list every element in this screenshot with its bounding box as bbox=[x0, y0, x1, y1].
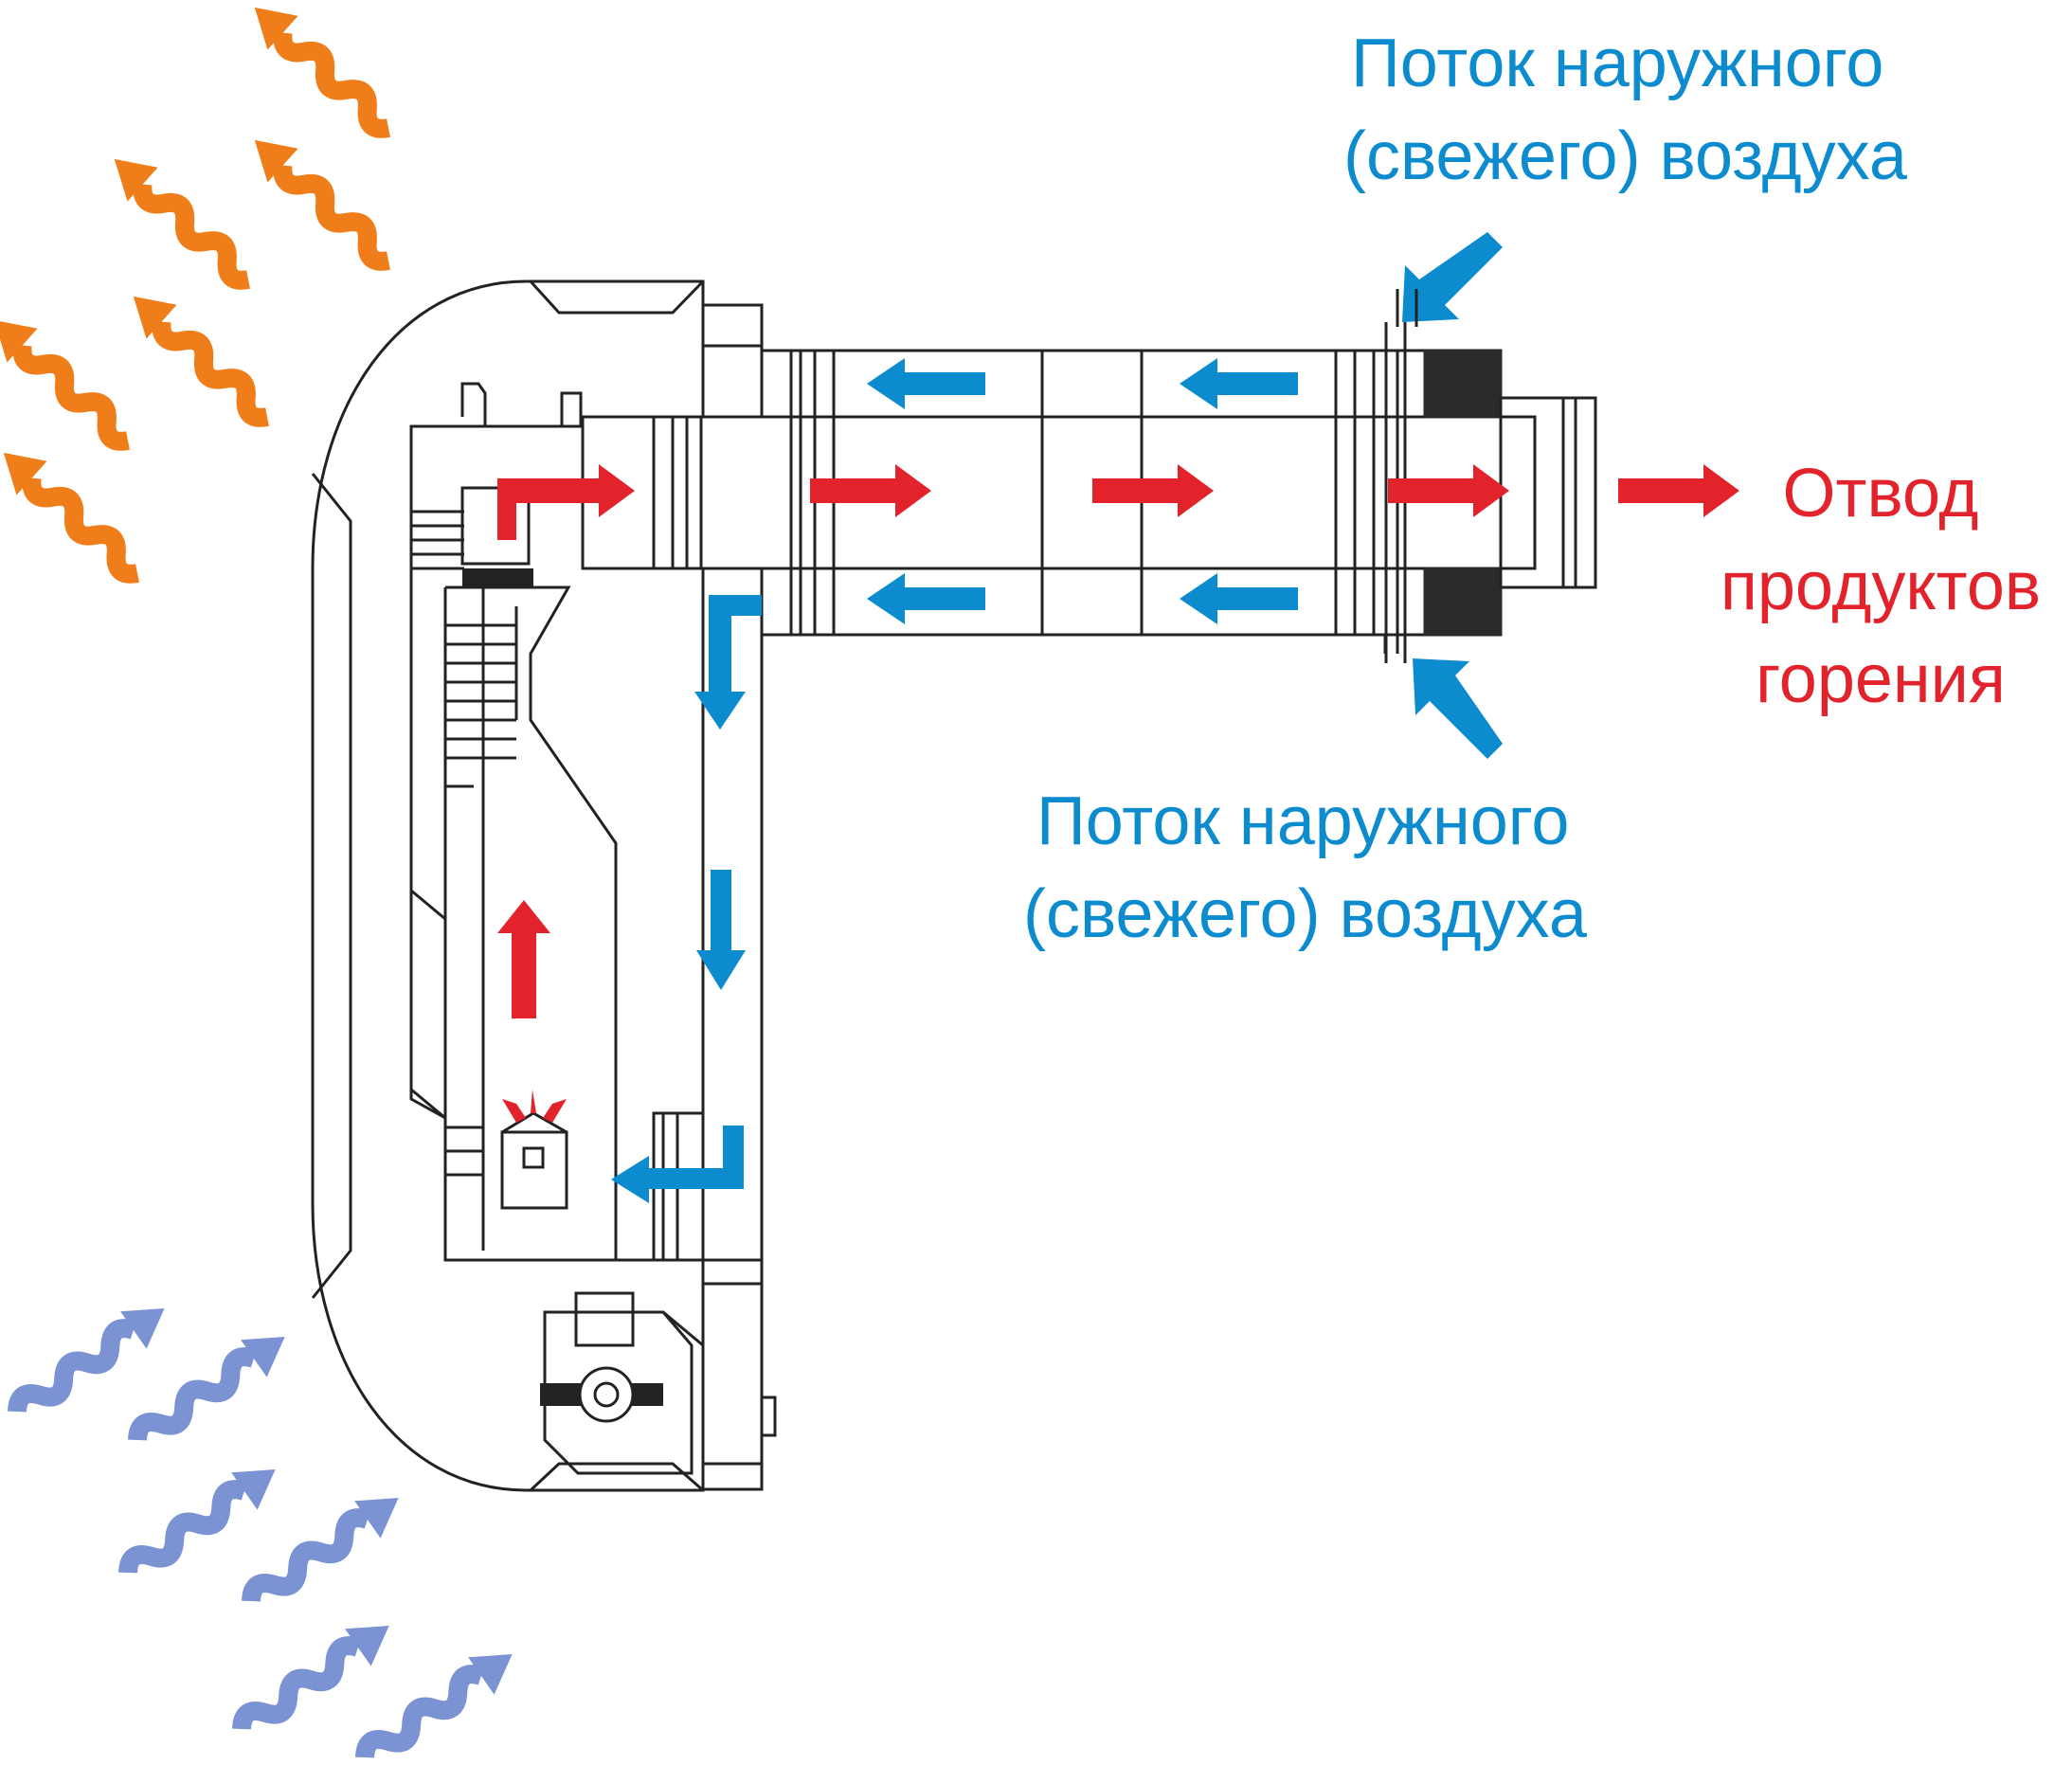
flow-arrow-icon bbox=[497, 900, 550, 1018]
exhaust-label-line3: горения bbox=[1756, 641, 2006, 717]
flow-arrow-icon bbox=[1180, 358, 1298, 409]
fresh-air-label-top: Поток наружного (свежего) воздуха bbox=[1343, 17, 1907, 203]
fresh-air-label-bottom: Поток наружного (свежего) воздуха bbox=[1023, 775, 1587, 961]
flame-icon bbox=[502, 1090, 567, 1123]
warm-air-wave-icon bbox=[254, 139, 390, 271]
inner-pipe bbox=[581, 415, 1537, 570]
flow-arrow-icon bbox=[1180, 573, 1298, 624]
room-air-wave-icon bbox=[8, 1308, 165, 1413]
flow-arrow-icon bbox=[611, 1126, 744, 1203]
flow-arrow-icon bbox=[1388, 464, 1509, 517]
flow-arrow-icon bbox=[867, 358, 985, 409]
terminal-cap bbox=[1423, 349, 1503, 419]
fresh-air-label-bottom-line2: (свежего) воздуха bbox=[1023, 876, 1587, 952]
exhaust-label-line2: продуктов bbox=[1720, 549, 2042, 624]
warm-air-wave-icon bbox=[3, 452, 139, 584]
fresh-air-arrows bbox=[611, 232, 1503, 1203]
exhaust-label: Отвод продуктов горения bbox=[1701, 447, 2061, 726]
flow-arrow-icon bbox=[1402, 232, 1503, 322]
flow-arrow-icon bbox=[1413, 658, 1503, 759]
fresh-air-label-top-line1: Поток наружного bbox=[1351, 26, 1884, 101]
exhaust-arrows bbox=[497, 464, 1739, 1123]
burner bbox=[500, 1130, 568, 1210]
flow-arrow-icon bbox=[1618, 464, 1739, 517]
flow-arrow-icon bbox=[696, 870, 746, 990]
warm-air-waves bbox=[0, 7, 390, 584]
wall-ticks bbox=[1383, 289, 1418, 654]
fresh-air-label-bottom-line1: Поток наружного bbox=[1036, 783, 1570, 859]
room-air-wave-icon bbox=[355, 1654, 513, 1758]
flow-arrow-icon bbox=[1092, 464, 1214, 517]
fresh-air-label-top-line2: (свежего) воздуха bbox=[1343, 118, 1907, 194]
gas-valve bbox=[540, 1282, 777, 1475]
front-panel bbox=[311, 279, 705, 1492]
warm-air-wave-icon bbox=[254, 7, 390, 138]
exhaust-label-line1: Отвод bbox=[1782, 456, 1979, 531]
warm-air-wave-icon bbox=[0, 319, 130, 451]
flow-arrow-icon bbox=[867, 573, 985, 624]
warm-air-wave-icon bbox=[133, 296, 269, 427]
flow-arrow-icon bbox=[694, 595, 762, 729]
room-air-wave-icon bbox=[118, 1469, 276, 1574]
room-air-wave-icon bbox=[128, 1337, 285, 1441]
room-air-wave-icon bbox=[232, 1626, 389, 1730]
flow-arrow-icon bbox=[810, 464, 931, 517]
coaxial-flue bbox=[581, 322, 1597, 663]
room-air-wave-icon bbox=[242, 1498, 399, 1602]
heat-exchanger bbox=[411, 510, 516, 1177]
warm-air-wave-icon bbox=[114, 158, 250, 290]
flow-arrow-icon bbox=[497, 464, 635, 540]
room-air-waves bbox=[8, 1308, 513, 1758]
